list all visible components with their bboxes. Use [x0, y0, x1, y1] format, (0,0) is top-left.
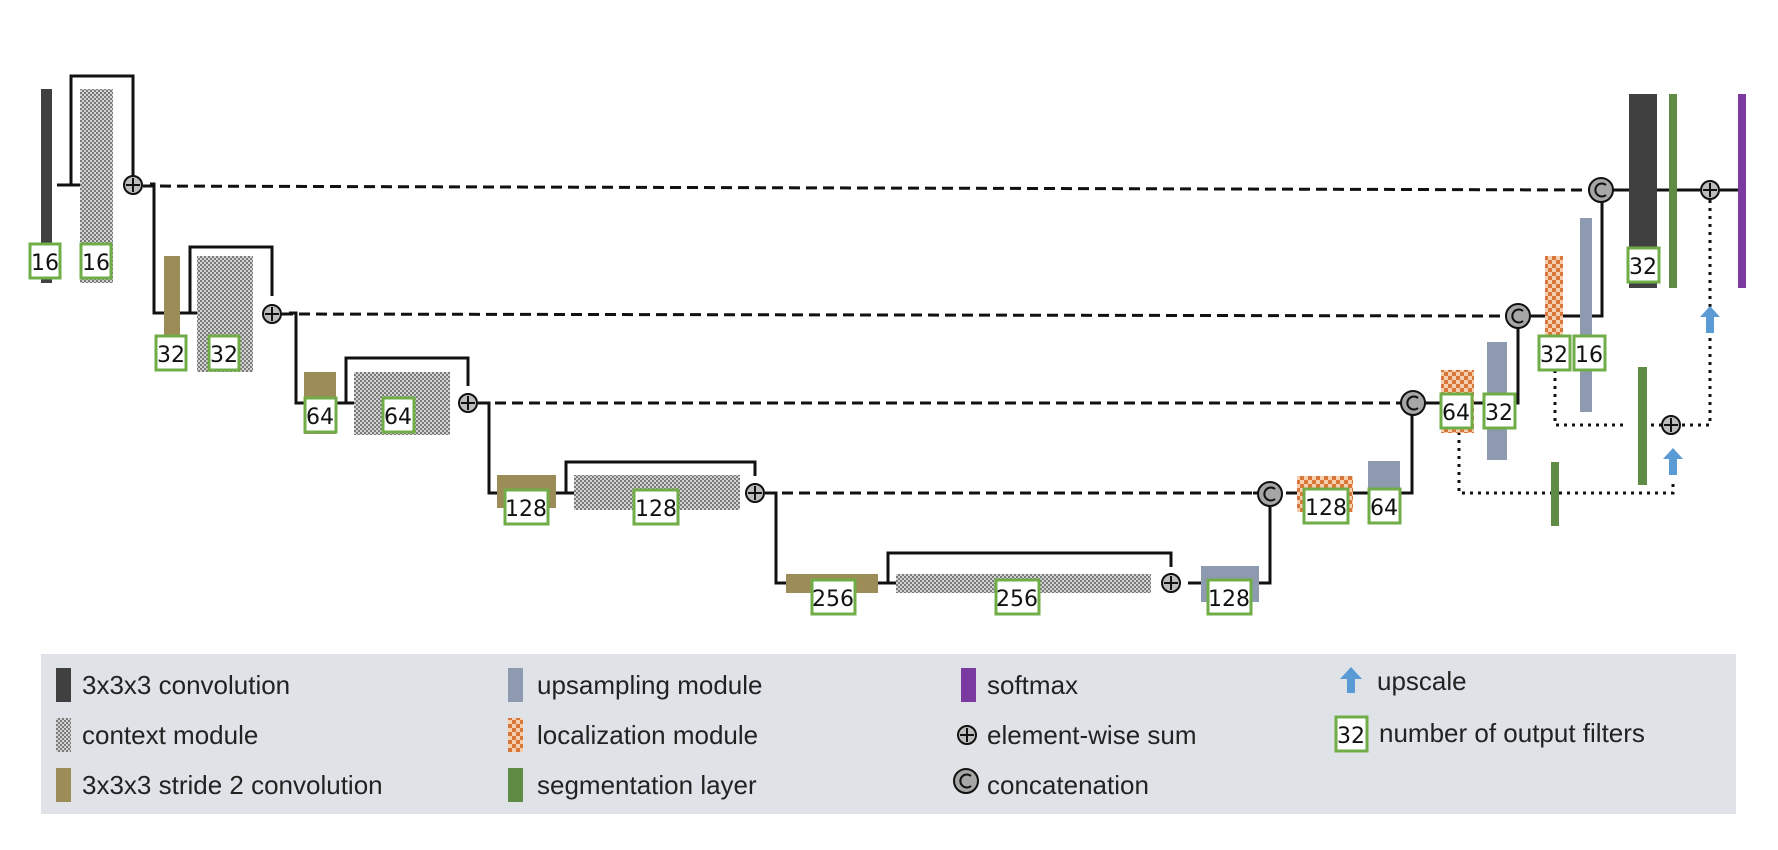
connection-lines: [57, 74, 1738, 585]
concatenation-level1: [1588, 177, 1614, 203]
legend-stride-swatch: [56, 768, 71, 802]
svg-text:128: 128: [1208, 587, 1250, 612]
filter-count-enc5-stride: 256: [810, 578, 857, 616]
svg-text:64: 64: [306, 405, 334, 430]
element-wise-sum-deep-supervision: [1661, 415, 1681, 435]
segmentation-layer-level2: [1638, 367, 1647, 485]
svg-text:16: 16: [1575, 343, 1603, 368]
seg-path-level3-to-upscale: [1551, 481, 1675, 495]
svg-text:128: 128: [505, 497, 547, 522]
filter-count-enc2-stride: 32: [154, 334, 188, 372]
svg-text:64: 64: [1442, 401, 1470, 426]
legend-upscale-label: upscale: [1377, 666, 1467, 696]
legend-concat-label: concatenation: [987, 770, 1149, 800]
upscale-arrow-icon: [1663, 448, 1683, 475]
legend-concat-icon: [953, 768, 979, 794]
legend-upsampling-swatch: [508, 668, 523, 702]
down-link-1: [150, 182, 164, 315]
legend-conv-label: 3x3x3 convolution: [82, 670, 290, 700]
segmentation-layer-level3: [1551, 462, 1559, 526]
svg-text:64: 64: [384, 405, 412, 430]
svg-text:16: 16: [82, 251, 110, 276]
svg-text:256: 256: [996, 587, 1038, 612]
legend-softmax-label: softmax: [987, 670, 1078, 700]
filter-labels: 16 16 32 32 64 64 128 128: [28, 242, 1661, 616]
legend-filters-label: number of output filters: [1379, 718, 1645, 748]
svg-text:32: 32: [1485, 401, 1513, 426]
svg-text:32: 32: [157, 343, 185, 368]
svg-text:256: 256: [812, 587, 854, 612]
legend-segmentation-label: segmentation layer: [537, 770, 757, 800]
down-link-2: [289, 311, 304, 405]
element-wise-sum-level5: [1161, 573, 1181, 593]
filter-count-up4: 16: [1572, 334, 1607, 372]
filter-count-enc1-context: 16: [79, 242, 113, 280]
filter-count-up2: 64: [1367, 487, 1402, 525]
filter-count-enc4-context: 128: [632, 488, 680, 526]
element-wise-sum-level2: [262, 304, 282, 324]
svg-text:64: 64: [1370, 496, 1398, 521]
legend-segmentation-swatch: [508, 768, 523, 802]
filter-count-enc1-conv: 16: [28, 242, 62, 280]
skip-connection-level2: [281, 312, 1506, 318]
down-link-4: [772, 491, 786, 585]
skip-connections: [142, 184, 1591, 495]
legend-localization-swatch: [508, 718, 523, 752]
filter-count-enc5-context: 256: [994, 578, 1041, 616]
filter-count-enc4-stride: 128: [503, 488, 550, 526]
up-link-4: [1592, 188, 1620, 318]
svg-text:32: 32: [1540, 343, 1568, 368]
skip-connection-level1: [142, 184, 1591, 192]
element-wise-sum-level3: [458, 393, 478, 413]
svg-text:32: 32: [210, 343, 238, 368]
sum-to-final-upscale: [1682, 334, 1712, 427]
filter-count-loc2: 64: [1439, 392, 1474, 430]
decoder: [1201, 94, 1746, 602]
legend-upsampling-label: upsampling module: [537, 670, 762, 700]
legend-sum-label: element-wise sum: [987, 720, 1197, 750]
softmax-layer: [1738, 94, 1746, 288]
legend-context-swatch: [56, 718, 71, 752]
svg-text:16: 16: [31, 251, 59, 276]
localization-module-level2: [1545, 256, 1563, 338]
legend-context-label: context module: [82, 720, 258, 750]
concatenation-level4: [1257, 481, 1283, 507]
filter-count-enc3-context: 64: [381, 396, 416, 434]
legend-upscale-icon: [1340, 667, 1362, 693]
filter-count-loc1: 128: [1302, 487, 1350, 525]
svg-text:128: 128: [635, 497, 677, 522]
filter-count-up3: 32: [1482, 392, 1517, 430]
legend-background: [41, 654, 1736, 814]
operators: [123, 175, 1720, 593]
svg-text:32: 32: [1629, 255, 1657, 280]
legend-stride-label: 3x3x3 stride 2 convolution: [82, 770, 383, 800]
filter-count-loc3: 32: [1537, 334, 1572, 372]
filter-count-enc3-stride: 64: [303, 396, 338, 434]
upsampling-module-level2: [1580, 218, 1592, 412]
element-wise-sum-level1: [123, 175, 143, 195]
legend: 3x3x3 convolution context module 3x3x3 s…: [41, 654, 1736, 814]
filter-count-enc2-context: 32: [207, 334, 241, 372]
svg-text:128: 128: [1305, 496, 1347, 521]
filter-count-up1: 128: [1206, 578, 1253, 616]
conv-block-level1: [41, 89, 52, 283]
element-wise-sum-level4: [745, 483, 765, 503]
legend-sum-icon: [957, 725, 977, 745]
deep-supervision-paths: [1457, 200, 1712, 495]
legend-filters-icon: 32: [1334, 715, 1369, 753]
down-link-3: [485, 401, 497, 495]
legend-conv-swatch: [56, 668, 71, 702]
up-link-2: [1400, 401, 1428, 495]
filter-count-final-conv: 32: [1626, 246, 1661, 284]
upscale-arrow-icon: [1700, 306, 1720, 333]
segmentation-layer-level1: [1669, 94, 1677, 288]
svg-text:32: 32: [1337, 724, 1365, 749]
seg-path-level3: [1457, 432, 1551, 495]
concatenation-level3: [1400, 390, 1426, 416]
legend-localization-label: localization module: [537, 720, 758, 750]
legend-softmax-swatch: [961, 668, 976, 702]
element-wise-sum-final: [1700, 180, 1720, 200]
concatenation-level2: [1505, 303, 1531, 329]
